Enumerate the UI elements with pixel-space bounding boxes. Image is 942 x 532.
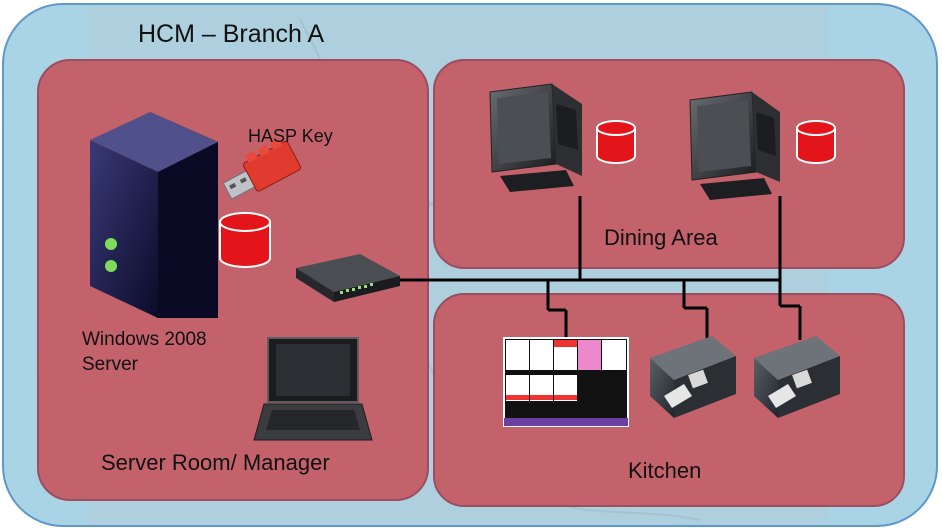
hasp-key-label: HASP Key	[248, 126, 333, 146]
zone-label-kitchen: Kitchen	[628, 458, 702, 483]
server-label-line2: Server	[82, 354, 138, 375]
pos-terminal-icon	[489, 83, 582, 192]
network-lines	[398, 196, 802, 340]
receipt-printer-icon	[754, 336, 840, 418]
receipt-printer-icon	[650, 336, 736, 418]
pos-terminal-icon	[689, 91, 780, 200]
zone-label-server-room: Server Room/ Manager	[101, 450, 330, 475]
server-tower-icon	[90, 112, 218, 318]
diagram-title: HCM – Branch A	[138, 20, 325, 48]
network-switch-icon	[296, 254, 400, 302]
laptop-icon	[253, 337, 373, 441]
database-icon	[596, 120, 636, 164]
database-icon	[219, 212, 271, 268]
zone-label-dining-area: Dining Area	[604, 225, 718, 250]
database-icon	[796, 120, 836, 164]
usb-dongle-icon	[222, 137, 302, 200]
kds-screen-icon	[503, 337, 629, 427]
server-label-line1: Windows 2008	[82, 329, 207, 350]
